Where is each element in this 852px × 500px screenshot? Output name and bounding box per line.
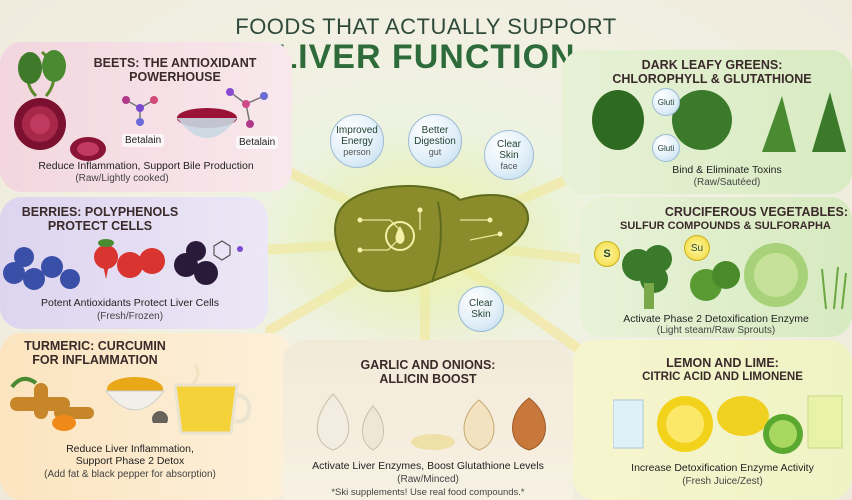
digestion-title-1: Better xyxy=(421,124,449,136)
title-line-1: FOODS THAT ACTUALLY SUPPORT xyxy=(235,14,617,39)
garlic-prep: (Raw/Minced) xyxy=(397,474,459,485)
greens-benefit: Bind & Eliminate Toxins xyxy=(672,164,782,176)
skin-bubble-2: Clear Skin xyxy=(458,286,504,332)
berries-heading-2: PROTECT CELLS xyxy=(47,219,153,233)
beet-powder-bowl-icon xyxy=(177,108,237,138)
turmeric-heading-1: TURMERIC: CURCUMIN xyxy=(24,339,166,353)
cruciferous-heading-2: SULFUR COMPOUNDS & SULFORAPHA xyxy=(620,220,831,232)
digestion-title-2: Digestion xyxy=(414,135,456,147)
skin-bubble: Clear Skin face xyxy=(484,130,534,180)
garlic-heading-2: ALLICIN BOOST xyxy=(379,372,477,386)
beets-prep: (Raw/Lightly cooked) xyxy=(75,173,169,184)
greens-heading-2: CHLOROPHYLL & GLUTATHIONE xyxy=(612,72,812,86)
skin-sub: face xyxy=(500,160,518,171)
cruciferous-vegetables-icon xyxy=(622,243,847,310)
digestion-bubble: Better Digestion gut xyxy=(408,114,462,168)
turmeric-prep: (Add fat & black pepper for absorption) xyxy=(44,469,216,480)
beet-icon xyxy=(14,50,66,150)
turmeric-heading-2: FOR INFLAMMATION xyxy=(32,353,158,367)
betalain-label-2: Betalain xyxy=(236,136,279,149)
beets-benefit: Reduce Inflammation, Support Bile Produc… xyxy=(38,160,254,172)
liver-icon xyxy=(334,185,530,293)
skin-title-1: Clear xyxy=(497,138,521,150)
beets-panel: BEETS: THE ANTIOXIDANT POWERHOUSE Betala… xyxy=(0,42,292,192)
garlic-panel: GARLIC AND ONIONS: ALLICIN BOOST Activat… xyxy=(283,340,573,500)
glutathione-badge-2: Gluti xyxy=(652,134,680,162)
lemon-lime-icon xyxy=(613,395,843,454)
turmeric-benefit-1: Reduce Liver Inflammation, xyxy=(66,443,194,455)
cruciferous-heading-1: CRUCIFEROUS VEGETABLES: xyxy=(664,205,848,219)
leafy-greens-icon xyxy=(592,90,846,152)
garlic-footnote: *Ski supplements! Use real food compound… xyxy=(331,487,525,498)
energy-bubble: Improved Energy person xyxy=(330,114,384,168)
sulfur-badge-2: Su xyxy=(684,235,710,261)
lemon-heading-1: LEMON AND LIME: xyxy=(666,356,779,370)
turmeric-tea-cup-icon xyxy=(173,364,252,435)
berries-icon xyxy=(3,239,243,290)
berries-prep: (Fresh/Frozen) xyxy=(96,311,164,322)
molecule-icon-1 xyxy=(122,96,158,126)
beets-heading-1: BEETS: THE ANTIOXIDANT xyxy=(93,56,257,70)
cruciferous-benefit: Activate Phase 2 Detoxification Enzyme xyxy=(623,313,809,325)
turmeric-benefit-2: Support Phase 2 Detox xyxy=(75,455,185,467)
greens-prep: (Raw/Sautéed) xyxy=(693,177,761,188)
cruciferous-panel: CRUCIFEROUS VEGETABLES: SULFUR COMPOUNDS… xyxy=(580,197,852,337)
energy-title-1: Improved xyxy=(336,124,378,136)
lemon-heading-2: CITRIC ACID AND LIMONENE xyxy=(642,371,803,383)
turmeric-root-icon xyxy=(10,376,94,431)
turmeric-powder-bowl-icon xyxy=(104,377,168,423)
skin2-title-2: Skin xyxy=(471,309,491,320)
turmeric-panel: TURMERIC: CURCUMIN FOR INFLAMMATION Redu… xyxy=(0,333,292,500)
betalain-label-1: Betalain xyxy=(122,134,165,147)
title-line-2: LIVER FUNCTION xyxy=(276,38,576,76)
skin-title-2: Skin xyxy=(499,149,519,161)
skin2-title-1: Clear xyxy=(469,298,493,309)
cruciferous-prep: (Light steam/Raw Sprouts) xyxy=(656,325,776,336)
glutathione-badge-1: Gluti xyxy=(652,88,680,116)
energy-sub: person xyxy=(343,146,371,157)
berries-heading-1: BERRIES: POLYPHENOLS xyxy=(21,205,179,219)
lemon-prep: (Fresh Juice/Zest) xyxy=(682,476,763,487)
greens-heading-1: DARK LEAFY GREENS: xyxy=(641,58,783,72)
garlic-benefit: Activate Liver Enzymes, Boost Glutathion… xyxy=(312,460,544,472)
digestion-sub: gut xyxy=(428,146,442,157)
greens-panel: DARK LEAFY GREENS: CHLOROPHYLL & GLUTATH… xyxy=(562,50,852,194)
garlic-onion-icon xyxy=(316,393,546,451)
berries-benefit: Potent Antioxidants Protect Liver Cells xyxy=(40,297,219,309)
energy-title-2: Energy xyxy=(341,135,373,147)
lemon-panel: LEMON AND LIME: CITRIC ACID AND LIMONENE… xyxy=(573,340,852,500)
garlic-heading-1: GARLIC AND ONIONS: xyxy=(360,358,496,372)
berries-panel: BERRIES: POLYPHENOLS PROTECT CELLS Poten… xyxy=(0,197,268,329)
molecule-icon-2 xyxy=(226,88,268,128)
beets-heading-2: POWERHOUSE xyxy=(129,70,221,84)
lemon-benefit: Increase Detoxification Enzyme Activity xyxy=(631,462,814,474)
sulfur-badge: S xyxy=(594,241,620,267)
beet-slice-icon xyxy=(70,137,106,161)
